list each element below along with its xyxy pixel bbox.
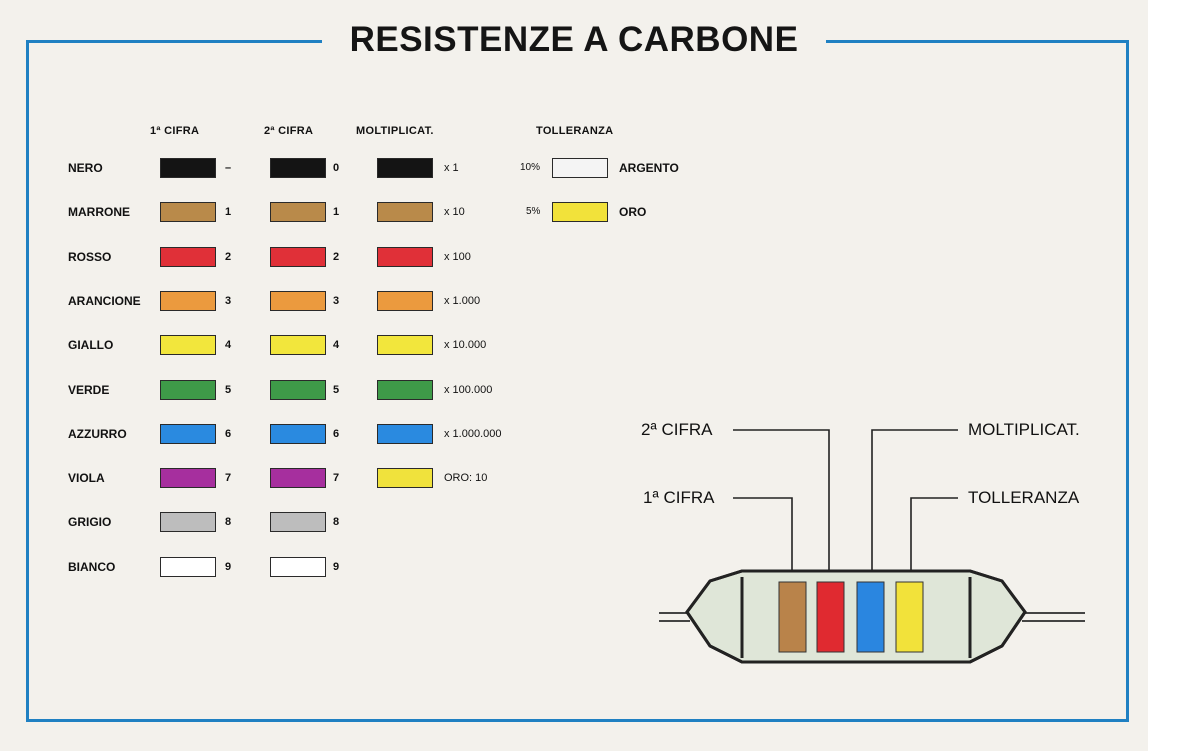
value-digit2: 7 bbox=[333, 472, 340, 485]
color-name: GRIGIO bbox=[68, 515, 112, 530]
value-digit1: 6 bbox=[225, 427, 232, 440]
color-name: NERO bbox=[68, 161, 103, 175]
swatch-digit2 bbox=[270, 290, 326, 311]
swatch-digit1 bbox=[160, 158, 216, 178]
diagram-label-tolerance: TOLLERANZA bbox=[968, 488, 1080, 507]
swatch-digit2 bbox=[270, 423, 326, 444]
value-digit1: 9 bbox=[225, 560, 232, 573]
value-multiplier: x 100.000 bbox=[444, 383, 493, 396]
swatch-tolerance bbox=[552, 202, 608, 222]
swatch-multiplier bbox=[377, 202, 433, 223]
tolerance-percent: 10% bbox=[520, 162, 541, 173]
header-tolerance: TOLLERANZA bbox=[536, 125, 614, 137]
value-digit1: 7 bbox=[225, 472, 232, 485]
tolerance-name: ORO bbox=[619, 205, 647, 219]
color-name: MARRONE bbox=[68, 205, 130, 220]
resistor-band bbox=[816, 581, 845, 653]
diagram-label-digit1: 1ª CIFRA bbox=[643, 488, 715, 507]
swatch-digit1 bbox=[160, 468, 216, 489]
value-digit1: 8 bbox=[225, 516, 232, 529]
value-digit2: 6 bbox=[333, 427, 340, 440]
color-name: ROSSO bbox=[68, 249, 112, 264]
swatch-tolerance bbox=[552, 158, 608, 178]
color-name: VERDE bbox=[68, 382, 110, 397]
swatch-digit1 bbox=[160, 556, 216, 577]
swatch-digit2 bbox=[270, 335, 326, 356]
resistor-band bbox=[778, 581, 807, 653]
value-digit1: 3 bbox=[225, 294, 232, 307]
diagram-label-digit2: 2ª CIFRA bbox=[641, 420, 713, 439]
swatch-multiplier bbox=[377, 158, 433, 178]
header-digit2: 2ª CIFRA bbox=[264, 125, 314, 137]
swatch-digit2 bbox=[270, 158, 326, 178]
color-name: ARANCIONE bbox=[68, 293, 141, 308]
swatch-multiplier bbox=[377, 423, 433, 444]
value-digit2: 3 bbox=[333, 294, 340, 307]
value-multiplier: x 1.000.000 bbox=[444, 427, 502, 440]
resistor-bands bbox=[778, 581, 924, 653]
value-digit1: 2 bbox=[225, 250, 232, 263]
swatch-multiplier bbox=[377, 468, 433, 489]
header-multiplier: MOLTIPLICAT. bbox=[356, 125, 434, 137]
value-multiplier: ORO: 10 bbox=[444, 472, 488, 485]
swatch-digit2 bbox=[270, 468, 326, 489]
swatch-digit1 bbox=[160, 423, 216, 444]
leader-line bbox=[910, 497, 958, 571]
leader-line bbox=[871, 429, 958, 571]
swatch-digit1 bbox=[160, 512, 216, 533]
value-digit1: 4 bbox=[225, 339, 232, 352]
color-name: GIALLO bbox=[68, 338, 114, 353]
swatch-digit1 bbox=[160, 246, 216, 267]
value-digit2: 4 bbox=[333, 339, 340, 352]
swatch-multiplier bbox=[377, 335, 433, 356]
header-digit1: 1ª CIFRA bbox=[150, 125, 200, 137]
resistor-band bbox=[895, 581, 924, 653]
value-digit1: – bbox=[225, 162, 232, 174]
value-digit2: 9 bbox=[333, 560, 340, 573]
value-digit2: 5 bbox=[333, 383, 340, 396]
value-digit1: 5 bbox=[225, 383, 232, 396]
tolerance-name: ARGENTO bbox=[619, 161, 679, 175]
tolerance-percent: 5% bbox=[526, 206, 541, 217]
swatch-digit2 bbox=[270, 512, 326, 533]
swatch-digit2 bbox=[270, 379, 326, 400]
color-name: VIOLA bbox=[68, 471, 105, 486]
resistor-leads bbox=[659, 612, 1085, 622]
value-digit2: 1 bbox=[333, 206, 340, 219]
swatch-multiplier bbox=[377, 379, 433, 400]
leader-line bbox=[733, 429, 830, 571]
resistor-band bbox=[856, 581, 885, 653]
value-digit2: 0 bbox=[333, 162, 340, 174]
swatch-digit1 bbox=[160, 202, 216, 223]
resistor-body bbox=[685, 569, 1027, 664]
diagram-label-multiplier: MOLTIPLICAT. bbox=[968, 420, 1080, 439]
color-name: AZZURRO bbox=[68, 426, 127, 441]
value-digit2: 8 bbox=[333, 516, 340, 529]
value-multiplier: x 10.000 bbox=[444, 339, 487, 352]
leader-lines bbox=[733, 429, 958, 571]
swatch-multiplier bbox=[377, 290, 433, 311]
swatch-digit1 bbox=[160, 335, 216, 356]
swatch-digit1 bbox=[160, 290, 216, 311]
value-digit2: 2 bbox=[333, 250, 340, 263]
leader-line bbox=[733, 497, 793, 571]
page-title: RESISTENZE A CARBONE bbox=[322, 18, 826, 62]
value-multiplier: x 10 bbox=[444, 206, 465, 219]
value-multiplier: x 1 bbox=[444, 162, 459, 174]
swatch-digit1 bbox=[160, 379, 216, 400]
value-multiplier: x 100 bbox=[444, 250, 471, 263]
value-multiplier: x 1.000 bbox=[444, 294, 481, 307]
swatch-digit2 bbox=[270, 202, 326, 223]
value-digit1: 1 bbox=[225, 206, 232, 219]
color-name: BIANCO bbox=[68, 559, 116, 574]
swatch-digit2 bbox=[270, 556, 326, 577]
swatch-multiplier bbox=[377, 246, 433, 267]
swatch-digit2 bbox=[270, 246, 326, 267]
resistor-outline bbox=[685, 569, 1027, 664]
